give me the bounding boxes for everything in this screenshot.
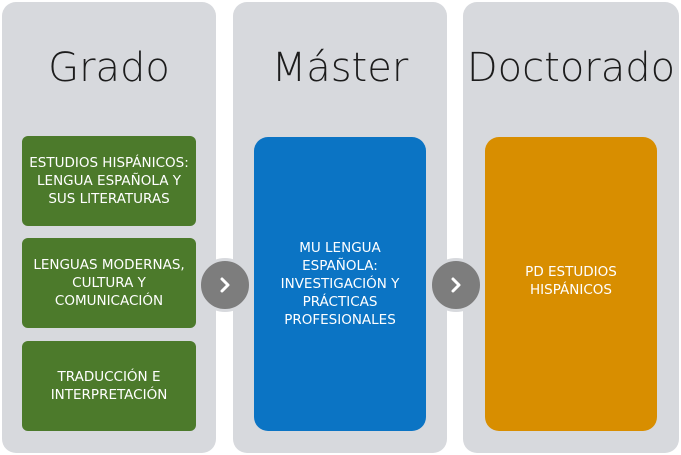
column-title-grado: Grado	[48, 45, 170, 91]
grado-item-lenguas-modernas: LENGUAS MODERNAS, CULTURA Y COMUNICACIÓN	[22, 238, 196, 328]
column-title-master: Máster	[271, 45, 409, 91]
grado-item-label: TRADUCCIÓN E INTERPRETACIÓN	[50, 369, 168, 403]
chevron-right-icon	[198, 258, 252, 312]
column-title-doctorado: Doctorado	[466, 45, 676, 91]
grado-item-estudios-hispanicos: ESTUDIOS HISPÁNICOS: LENGUA ESPAÑOLA Y S…	[22, 136, 196, 226]
master-item-lengua-espanola: MU LENGUA ESPAÑOLA: INVESTIGACIÓN Y PRÁC…	[254, 137, 426, 431]
grado-item-label: ESTUDIOS HISPÁNICOS: LENGUA ESPAÑOLA Y S…	[29, 155, 189, 207]
chevron-right-icon	[429, 258, 483, 312]
grado-item-traduccion: TRADUCCIÓN E INTERPRETACIÓN	[22, 341, 196, 431]
grado-item-label: LENGUAS MODERNAS, CULTURA Y COMUNICACIÓN	[33, 257, 185, 309]
doctorado-item-estudios-hispanicos: PD ESTUDIOS HISPÁNICOS	[485, 137, 657, 431]
master-item-label: MU LENGUA ESPAÑOLA: INVESTIGACIÓN Y PRÁC…	[280, 240, 400, 328]
doctorado-item-label: PD ESTUDIOS HISPÁNICOS	[525, 264, 617, 298]
